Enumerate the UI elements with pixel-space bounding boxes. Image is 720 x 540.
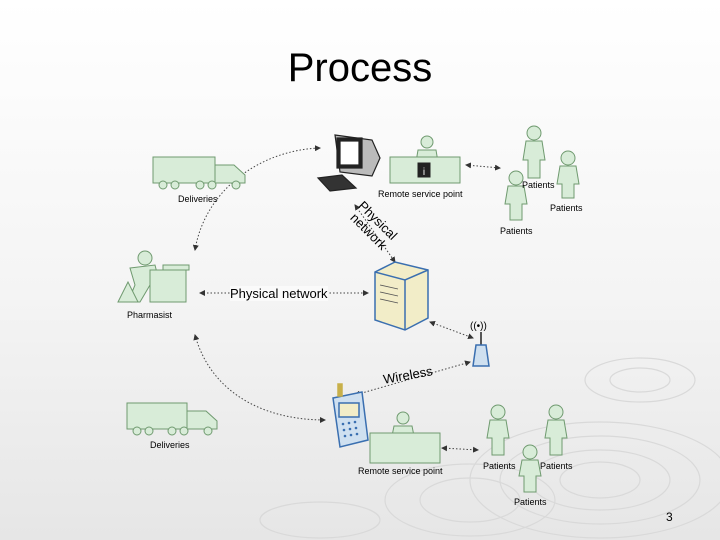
page-number: 3 [666,510,673,524]
computer-server-link [354,204,396,263]
remote-service-point-label-top: Remote service point [378,189,463,199]
svg-text:i: i [423,167,425,178]
antenna-signal-label: ((•)) [470,321,487,332]
slide-title: Process [287,46,433,90]
patient-figure-icon [556,150,580,199]
patients-label-top-1: Patients [522,180,555,190]
arc-connector-top [192,145,321,251]
deliveries-label-top: Deliveries [178,194,218,204]
remote-service-point-icon [369,411,441,464]
patients-label-top-2: Patients [550,203,583,213]
mobile-phone-icon [332,383,369,448]
server-icon [374,261,429,331]
remote-service-point-label-bottom: Remote service point [358,466,443,476]
delivery-truck-icon [152,156,246,190]
patient-figure-icon [522,125,546,179]
computer-icon [316,134,381,192]
patient-figure-icon [504,170,528,221]
rsp-patients-link-bottom [441,445,479,453]
pharmacist-icon [117,250,190,303]
arc-connector-bottom [193,334,326,423]
delivery-truck-icon [126,402,218,436]
patient-figure-icon [544,404,568,456]
patient-figure-icon [486,404,510,456]
remote-service-point-icon: i [389,135,461,184]
wireless-antenna-icon [472,332,490,367]
pharmacist-label: Pharmasist [127,310,173,320]
patients-label-bottom-2: Patients [540,461,573,471]
patients-label-top-3: Patients [500,226,533,236]
patient-figure-icon [518,444,542,493]
rsp-patients-link-top [465,162,501,171]
server-antenna-link [429,320,474,340]
physical-network-label: Physical network [230,286,328,301]
deliveries-label-bottom: Deliveries [150,440,190,450]
wireless-link [354,360,471,397]
patients-label-bottom-3: Patients [514,497,547,507]
patients-label-bottom-1: Patients [483,461,516,471]
